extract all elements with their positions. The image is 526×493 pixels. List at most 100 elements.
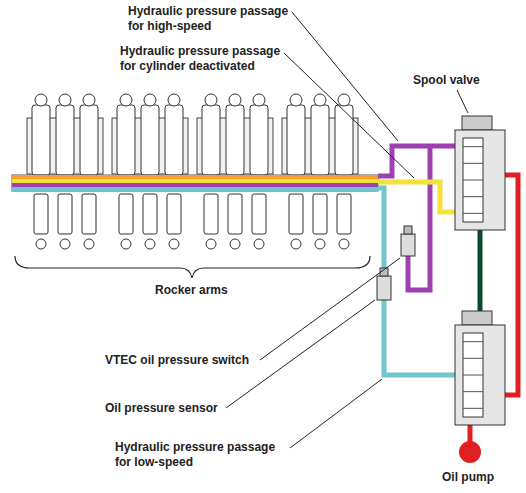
valve-body (455, 325, 505, 425)
rocker-arm (287, 105, 305, 175)
roller (339, 239, 349, 249)
leader-line (284, 53, 414, 178)
roller (169, 239, 179, 249)
roller (84, 239, 94, 249)
valve-land (463, 163, 483, 164)
valve-land (463, 375, 483, 376)
oil-passage (378, 182, 456, 212)
valve-adjuster (144, 94, 156, 106)
roller (121, 239, 131, 249)
rocker-arm (80, 105, 98, 175)
rocker-arm-lower (252, 194, 266, 234)
rocker-arm (141, 105, 159, 175)
rocker-arm-lower (313, 194, 327, 234)
valve-land (463, 391, 483, 392)
valve-land (463, 408, 483, 409)
valve-adjuster (229, 94, 241, 106)
rocker-arm-lower (143, 194, 157, 234)
shaft-passage (12, 183, 378, 187)
leader-line (457, 90, 468, 113)
valve-adjuster (83, 94, 95, 106)
valve-land (463, 213, 483, 214)
valve-adjuster (120, 94, 132, 106)
valve-body (455, 130, 505, 230)
rocker-shaft (12, 175, 378, 191)
rocker-arm-lower (119, 194, 133, 234)
roller (36, 239, 46, 249)
rocker-arm-lower (337, 194, 351, 234)
oil-pump-symbol (459, 441, 481, 463)
rocker-arms (27, 94, 358, 249)
rocker-arm (250, 105, 268, 175)
shaft-passage (12, 187, 378, 191)
roller (60, 239, 70, 249)
part-label: VTEC oil pressure switch (105, 353, 249, 368)
rocker-arm (202, 105, 220, 175)
passage-label: Hydraulic pressure passage for high-spee… (128, 4, 296, 34)
rocker-arm-lower (228, 194, 242, 234)
rocker-arm (335, 105, 353, 175)
oil-passage (378, 188, 456, 375)
rocker-arm-lower (82, 194, 96, 234)
roller (315, 239, 325, 249)
valve-land (463, 358, 483, 359)
rocker-arm-group (282, 94, 358, 249)
valve-land (463, 146, 483, 147)
valve-land (463, 341, 483, 342)
spool-valve (455, 311, 505, 425)
rocker-arm (32, 105, 50, 175)
rocker-arm-lower (204, 194, 218, 234)
spool-valve (455, 116, 505, 230)
valve-land (463, 180, 483, 181)
rocker-arm-group (27, 94, 103, 249)
rocker-arm (226, 105, 244, 175)
shaft-passage (12, 179, 378, 183)
valve-land (463, 196, 483, 197)
bracket (15, 256, 370, 278)
valve-adjuster (168, 94, 180, 106)
switch-cap (404, 226, 412, 234)
valve-adjuster (35, 94, 47, 106)
part-label: Rocker arms (155, 283, 228, 298)
rocker-arm-group (112, 94, 188, 249)
roller (206, 239, 216, 249)
valve-adjuster (59, 94, 71, 106)
oil-passage (408, 146, 430, 290)
rocker-arm (56, 105, 74, 175)
oil-passage (505, 175, 518, 395)
part-label: Spool valve (413, 73, 480, 88)
rocker-arm (117, 105, 135, 175)
passage-label: Hydraulic pressure passage for low-speed (115, 440, 283, 470)
rocker-arm-group (197, 94, 273, 249)
oil-passage (378, 146, 455, 176)
rocker-arm-lower (58, 194, 72, 234)
pressure-sensor-symbol (377, 276, 391, 300)
roller (145, 239, 155, 249)
valve-adjuster (314, 94, 326, 106)
solenoid-cap (462, 116, 492, 130)
valve-adjuster (205, 94, 217, 106)
valve-spool (463, 138, 483, 222)
leader-line (260, 258, 400, 360)
rocker-arm-lower (289, 194, 303, 234)
leader-line (290, 379, 382, 448)
valve-spool (463, 333, 483, 417)
part-label: Oil pressure sensor (105, 401, 218, 416)
part-label: Oil pump (442, 470, 494, 485)
rocker-arm-lower (34, 194, 48, 234)
solenoid-cap (462, 311, 492, 325)
roller (291, 239, 301, 249)
rocker-arm (165, 105, 183, 175)
oil-passage (468, 425, 473, 442)
rocker-arm-lower (167, 194, 181, 234)
valve-adjuster (290, 94, 302, 106)
shaft-passage (12, 175, 378, 179)
rocker-arm (311, 105, 329, 175)
passage-label: Hydraulic pressure passage for cylinder … (120, 44, 288, 74)
valve-adjuster (253, 94, 265, 106)
valve-adjuster (338, 94, 350, 106)
vtec-switch-symbol (401, 234, 415, 256)
roller (230, 239, 240, 249)
